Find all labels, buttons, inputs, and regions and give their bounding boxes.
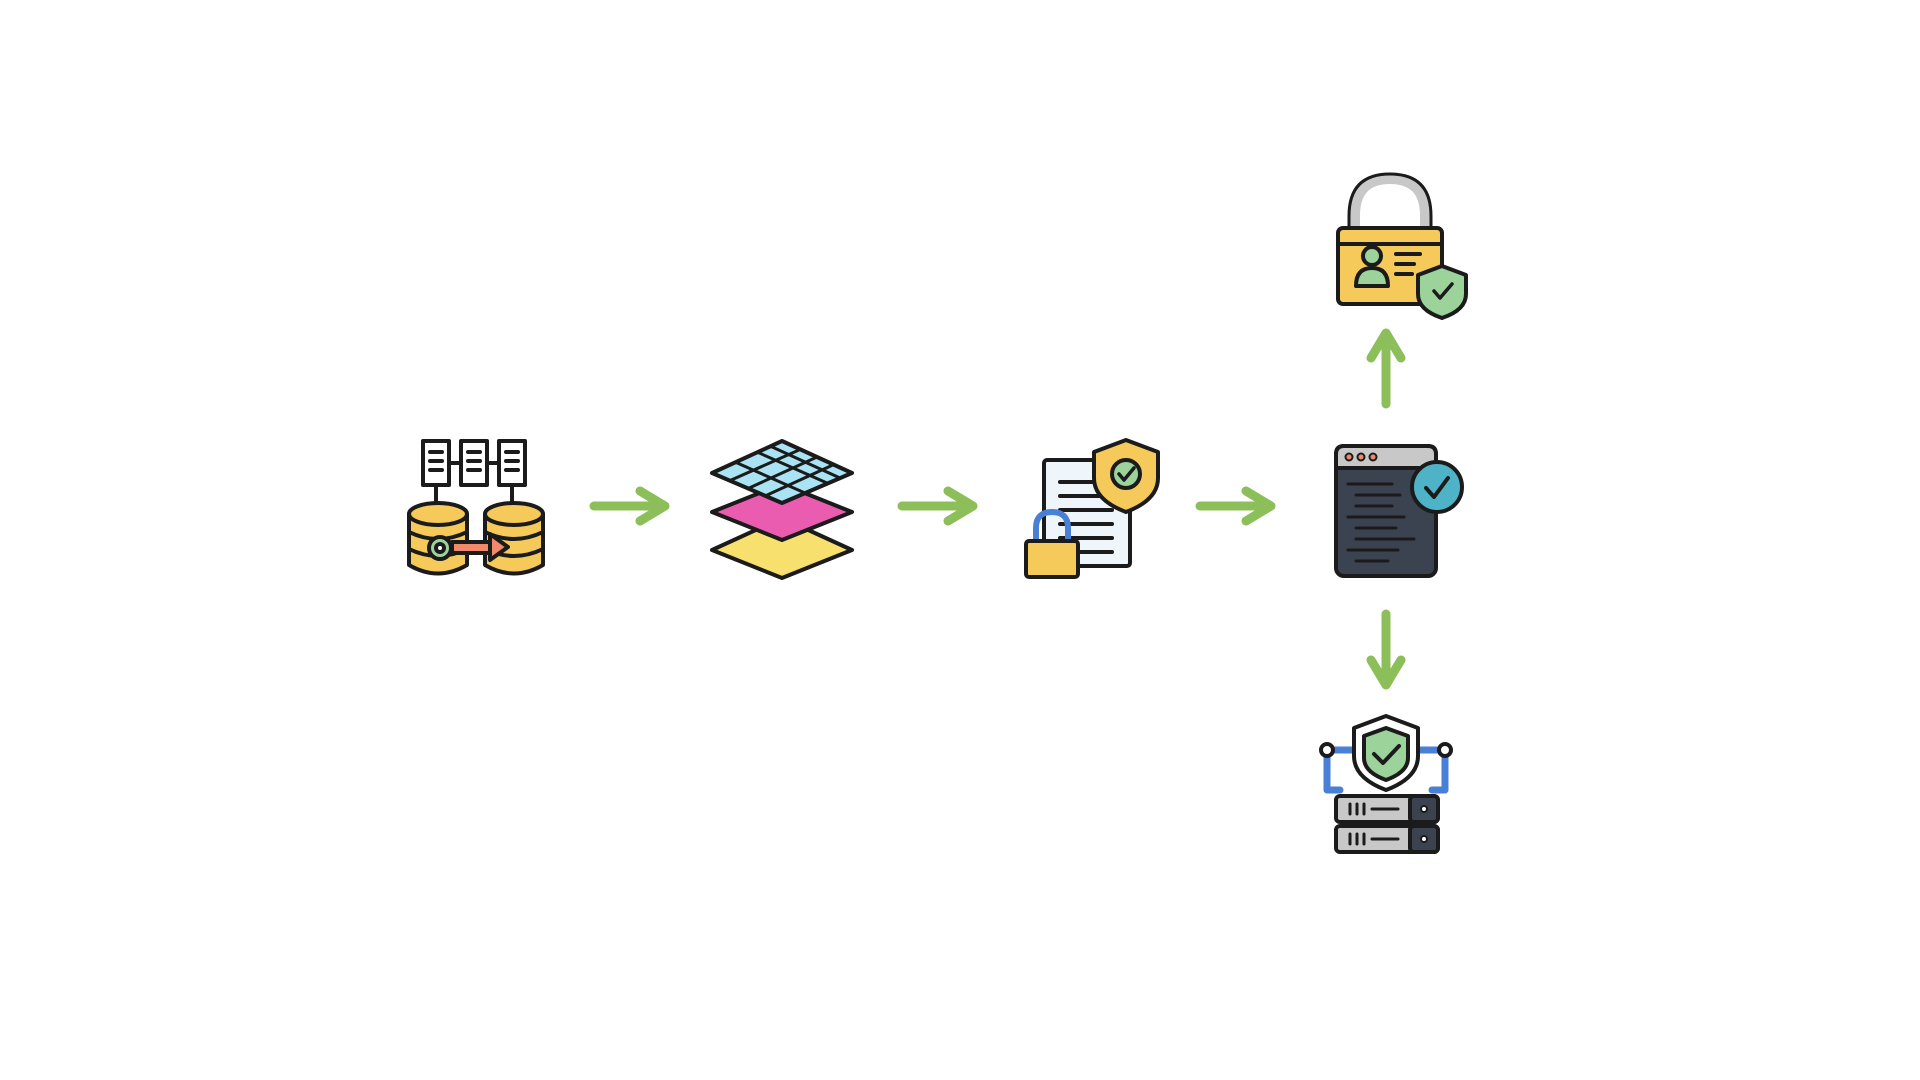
secure-document-icon [1024,438,1160,579]
secure-server-icon [1319,714,1453,854]
arrow-2-to-3 [897,486,978,526]
arrow-4-to-6 [1366,609,1406,690]
layers-icon [710,439,854,580]
arrow-1-to-2 [589,486,670,526]
id-card-lock-icon [1336,172,1468,320]
verified-code-window-icon [1334,444,1464,578]
arrow-4-to-5 [1366,328,1406,409]
arrow-3-to-4 [1195,486,1276,526]
database-migration-icon [407,439,545,576]
